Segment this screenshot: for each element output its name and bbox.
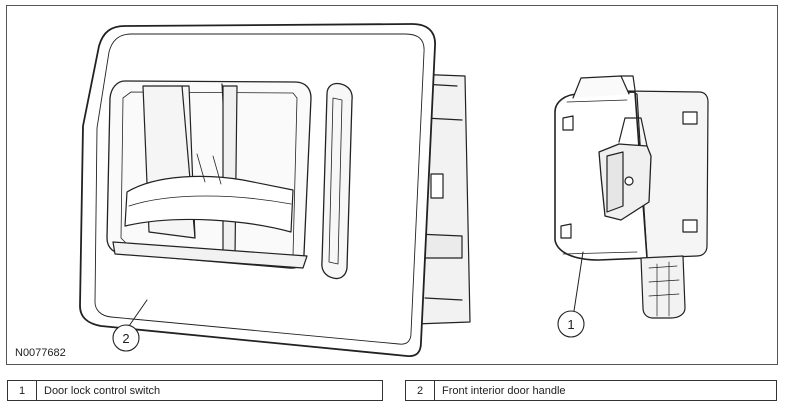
legend-description: Front interior door handle: [442, 384, 566, 397]
lock-switch-drawing: [554, 75, 709, 319]
callout-circle-1: [557, 310, 585, 338]
electrical-connector: [640, 255, 686, 319]
diagram-figure: 1 2 N0077682: [6, 5, 778, 365]
callout-circle-2: [112, 324, 140, 352]
leader-line-1: [573, 251, 584, 312]
leader-line-2: [128, 299, 148, 327]
handle-pocket: [106, 80, 312, 269]
illustration: 1 2: [79, 23, 709, 357]
door-handle-drawing: [79, 23, 471, 357]
legend-description: Door lock control switch: [44, 384, 161, 397]
callout-number-2: 2: [122, 331, 129, 346]
legend-number: 2: [406, 381, 435, 400]
figure-id: N0077682: [15, 347, 66, 359]
legend-row-2: 2 Front interior door handle: [405, 380, 777, 401]
legend-number: 1: [8, 381, 37, 400]
legend-row-1: 1 Door lock control switch: [7, 380, 383, 401]
callout-number-1: 1: [567, 317, 574, 332]
lock-slot: [321, 82, 353, 280]
